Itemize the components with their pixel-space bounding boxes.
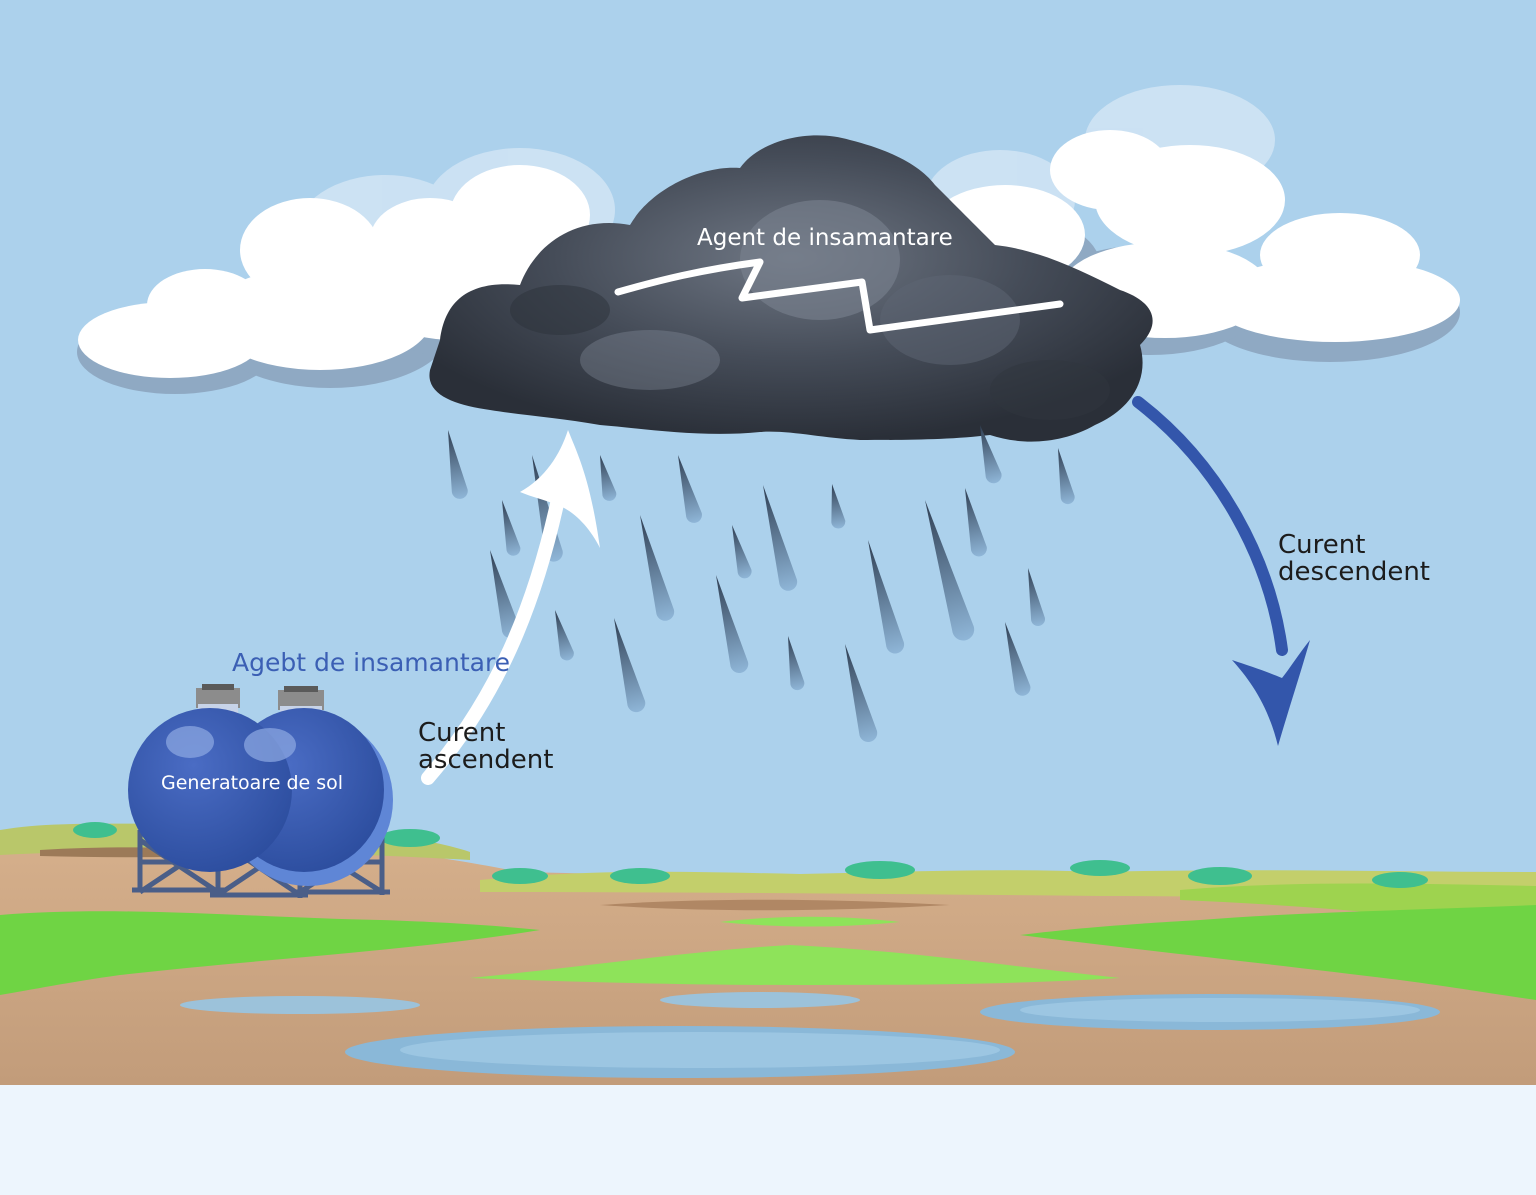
downdraft-arrow — [1132, 396, 1310, 746]
raindrop-icon — [732, 525, 752, 579]
raindrop-icon — [640, 515, 675, 621]
raindrop-icon — [1005, 622, 1031, 696]
raindrop-icon — [925, 500, 975, 641]
raindrop-icon — [763, 485, 798, 591]
updraft-label: Curent ascendent — [418, 718, 554, 776]
raindrop-icon — [614, 618, 646, 713]
raindrop-icon — [831, 484, 846, 529]
raindrop-icon — [555, 610, 574, 661]
raindrop-icon — [1028, 568, 1045, 626]
ground-seeding-agent-label: Agebt de insamantare — [232, 648, 511, 677]
updraft-label-line1: Curent — [418, 718, 506, 748]
raindrop-icon — [490, 550, 520, 639]
raindrop-icon — [788, 636, 805, 691]
updraft-arrow — [421, 430, 600, 785]
raindrop-icon — [1058, 448, 1075, 504]
raindrop-icon — [502, 500, 521, 556]
downdraft-label-line2: descendent — [1278, 557, 1430, 588]
cloud-seeding-agent-label: Agent de insamantare — [697, 225, 953, 251]
raindrop-icon — [980, 425, 1002, 484]
updraft-label-line2: ascendent — [418, 745, 554, 776]
ground-generator-tank-icon — [128, 684, 393, 898]
raindrop-icon — [845, 644, 878, 743]
raindrop-icon — [965, 488, 987, 557]
raindrop-icon — [678, 455, 702, 523]
downdraft-label-line1: Curent — [1278, 530, 1366, 560]
ground-generator-label: Generatoare de sol — [161, 772, 344, 794]
raindrop-icon — [868, 540, 905, 654]
raindrop-icon — [600, 455, 617, 501]
raindrop-icon — [448, 430, 468, 499]
bottom-margin — [0, 1085, 1536, 1195]
raindrop-icon — [716, 575, 749, 674]
lightning-icon — [614, 258, 1064, 334]
downdraft-label: Curent descendent — [1278, 530, 1430, 588]
